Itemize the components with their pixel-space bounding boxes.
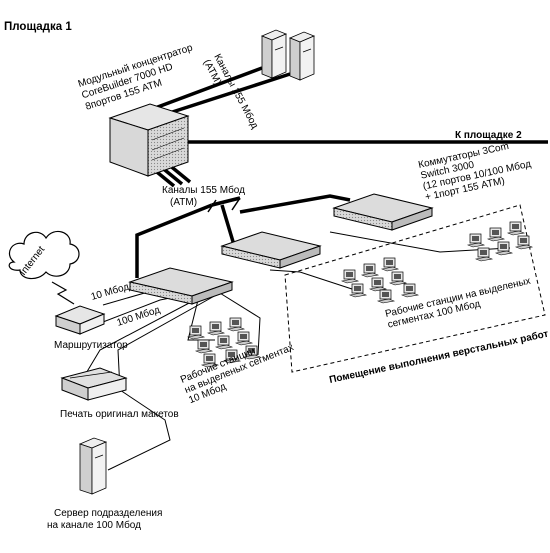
workstation-icon <box>506 221 526 236</box>
workstation-icon <box>400 283 420 298</box>
layout-room-border <box>284 204 546 373</box>
workstation-clusters <box>186 221 534 368</box>
switches-label: Коммутаторы 3Com Switch 3000 (12 портов … <box>417 141 532 203</box>
workstation-icon <box>206 321 226 336</box>
backbone-mid <box>211 196 241 207</box>
site-title: Площадка 1 <box>4 21 72 33</box>
switch-icon <box>332 193 434 231</box>
core-hub-icon <box>108 103 190 177</box>
speed-10-label: 10 Мбод <box>90 281 131 303</box>
backbone-left <box>135 203 213 278</box>
speed-100-label: 100 Мбод <box>115 304 161 329</box>
server-label-1: Сервер подразделения <box>54 508 162 519</box>
printer-label: Печать оригинал макетов <box>60 409 179 420</box>
channels-mid-label: Каналы 155 Мбод (ATM) <box>162 184 245 208</box>
workstation-icon <box>340 269 360 284</box>
workstation-icon <box>348 283 368 298</box>
workstation-icon <box>380 257 400 272</box>
core-hub-label: Модульный концентратор CoreBuilder 7000 … <box>77 42 195 112</box>
channels-top-label-1: Каналы 155 Мбод <box>211 52 261 131</box>
workstation-icon <box>194 339 214 354</box>
backbone-break-1 <box>207 199 217 213</box>
workstation-icon <box>388 271 408 286</box>
site2-link-label: К площадке 2 <box>455 130 522 141</box>
department-server-icon <box>78 437 108 495</box>
workstation-icon <box>226 317 246 332</box>
atm-link-top-2 <box>159 72 291 118</box>
workstation-icon <box>186 325 206 340</box>
workstation-icon <box>200 353 220 368</box>
switch-icon <box>128 267 234 305</box>
tower-server-icon <box>288 31 316 81</box>
router-label: Маршрутизатор <box>54 340 128 351</box>
workstation-icon <box>214 335 234 350</box>
workstation-icon <box>494 241 514 256</box>
router-icon <box>54 305 106 335</box>
workstation-icon <box>234 331 254 346</box>
internet-cloud-icon <box>8 230 80 280</box>
channels-mid-label-1: Каналы 155 Мбод <box>162 184 245 196</box>
workstation-icon <box>222 349 242 364</box>
workstation-icon <box>486 227 506 242</box>
channels-mid-label-2: (ATM) <box>170 197 197 208</box>
workstation-icon <box>360 263 380 278</box>
workstation-icon <box>242 345 262 360</box>
server-label-2: на канале 100 Мбод <box>47 519 141 531</box>
switch-icon <box>220 231 322 269</box>
workstation-icon <box>368 277 388 292</box>
server-link <box>107 293 219 471</box>
workstation-icon <box>376 289 396 304</box>
backbone-break-2 <box>231 197 241 211</box>
workstation-icon <box>474 247 494 262</box>
workstation-icon <box>466 233 486 248</box>
printer-link <box>84 291 211 376</box>
ws-right-link-a <box>269 269 356 291</box>
ws-left-link-b <box>214 289 261 356</box>
server-label: Сервер подразделения на канале 100 Мбод <box>47 508 162 531</box>
workstation-icon <box>514 235 534 250</box>
backbone-up-mid <box>220 204 236 246</box>
printer-icon <box>60 367 128 401</box>
tower-server-icon <box>260 29 288 79</box>
backbone-right <box>239 194 351 214</box>
atm-link-top-1 <box>154 66 263 110</box>
lightning-icon <box>51 281 75 305</box>
